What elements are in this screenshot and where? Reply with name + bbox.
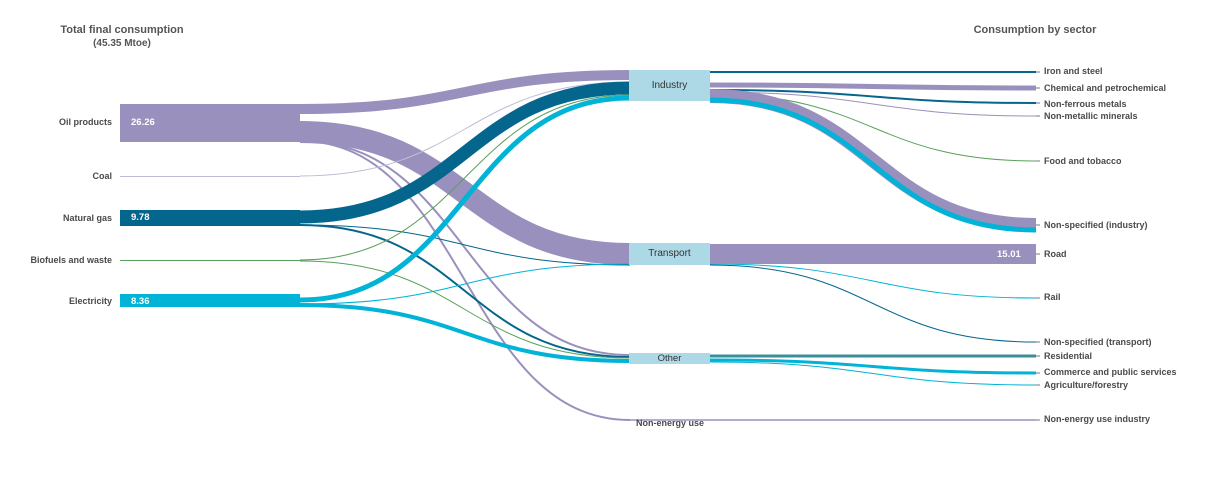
source-label-oil-products: Oil products [58,117,112,127]
source-bar-oil-products [120,104,300,142]
source-bar-electricity [120,294,300,307]
sector-label-non-specified-industry: Non-specified (industry) [1044,220,1148,230]
source-value-electricity: 8.36 [131,296,150,307]
flow-oil-to-transport [299,121,631,265]
sector-label-non-ferrous-metals: Non-ferrous metals [1044,99,1127,109]
flow-to-non-specified-industry-ele [709,97,1037,233]
flow-gas-to-industry [299,81,631,224]
flow-ele-to-industry [299,95,631,303]
flow-oil-to-other [299,140,631,356]
right-header-title: Consumption by sector [973,24,1097,36]
sector-label-road: Road [1044,249,1067,259]
hub-other: Other [629,353,710,364]
source-bar-natural-gas [120,210,300,226]
source-bar-coal [120,176,300,177]
flow-ele-to-other [299,303,631,363]
sector-label-rail: Rail [1044,292,1061,302]
flow-coal-to-industry [299,81,631,177]
flow-bio-to-industry [299,94,631,261]
sector-value-road: 15.01 [997,249,1021,260]
hub-to-sector-flows [629,70,1037,421]
sector-label-iron-and-steel: Iron and steel [1044,66,1103,76]
flow-to-non-specified-industry [709,89,1037,232]
flow-bars [120,104,1036,307]
flow-ele-to-transport [299,263,631,305]
flow-to-rail [709,263,1037,299]
flow-bio-to-other [299,260,631,359]
sector-label-non-specified-transport: Non-specified (transport) [1044,337,1152,347]
flow-to-non-specified-transport [709,264,1037,343]
source-label-natural-gas: Natural gas [62,213,112,223]
source-label-coal: Coal [92,171,112,181]
sector-label-food-and-tobacco: Food and tobacco [1044,156,1122,166]
source-label-biofuels-and-waste: Biofuels and waste [30,255,112,265]
flow-to-commerce [709,358,1037,375]
sector-label-commerce-and-public-services: Commerce and public services [1044,367,1177,377]
flow-gas-to-other [299,224,631,358]
sector-label-non-metallic-minerals: Non-metallic minerals [1044,111,1138,121]
flow-gas-to-transport [299,224,631,266]
flow-to-non-ferrous [709,89,1037,104]
left-header-subtitle: (45.35 Mtoe) [93,38,151,49]
sector-bar-road [710,244,1036,264]
hub-transport: Transport [629,243,710,265]
source-to-hub-flows [299,70,631,421]
sector-label-non-energy-use-industry: Non-energy use industry [1044,414,1151,424]
flow-to-chemical [709,82,1037,91]
sector-label-agriculture-forestry: Agriculture/forestry [1044,380,1129,390]
source-bar-biofuels [120,260,300,261]
source-value-natural-gas: 9.78 [131,212,150,223]
sector-label-residential: Residential [1044,351,1093,361]
sector-tick-lines [1036,71,1040,421]
flow-oil-to-non-energy [299,140,631,421]
hub-industry: Industry [629,70,710,101]
sector-label-chemical-and-petrochemical: Chemical and petrochemical [1044,83,1167,93]
flow-to-agriculture [709,361,1037,386]
source-value-oil-products: 26.26 [131,117,155,128]
flow-to-non-metallic [709,91,1037,117]
source-label-electricity: Electricity [68,296,112,306]
flow-oil-to-industry [299,70,631,114]
left-header-title: Total final consumption [60,24,184,36]
hub-non-energy-use: Non-energy use [635,418,704,428]
